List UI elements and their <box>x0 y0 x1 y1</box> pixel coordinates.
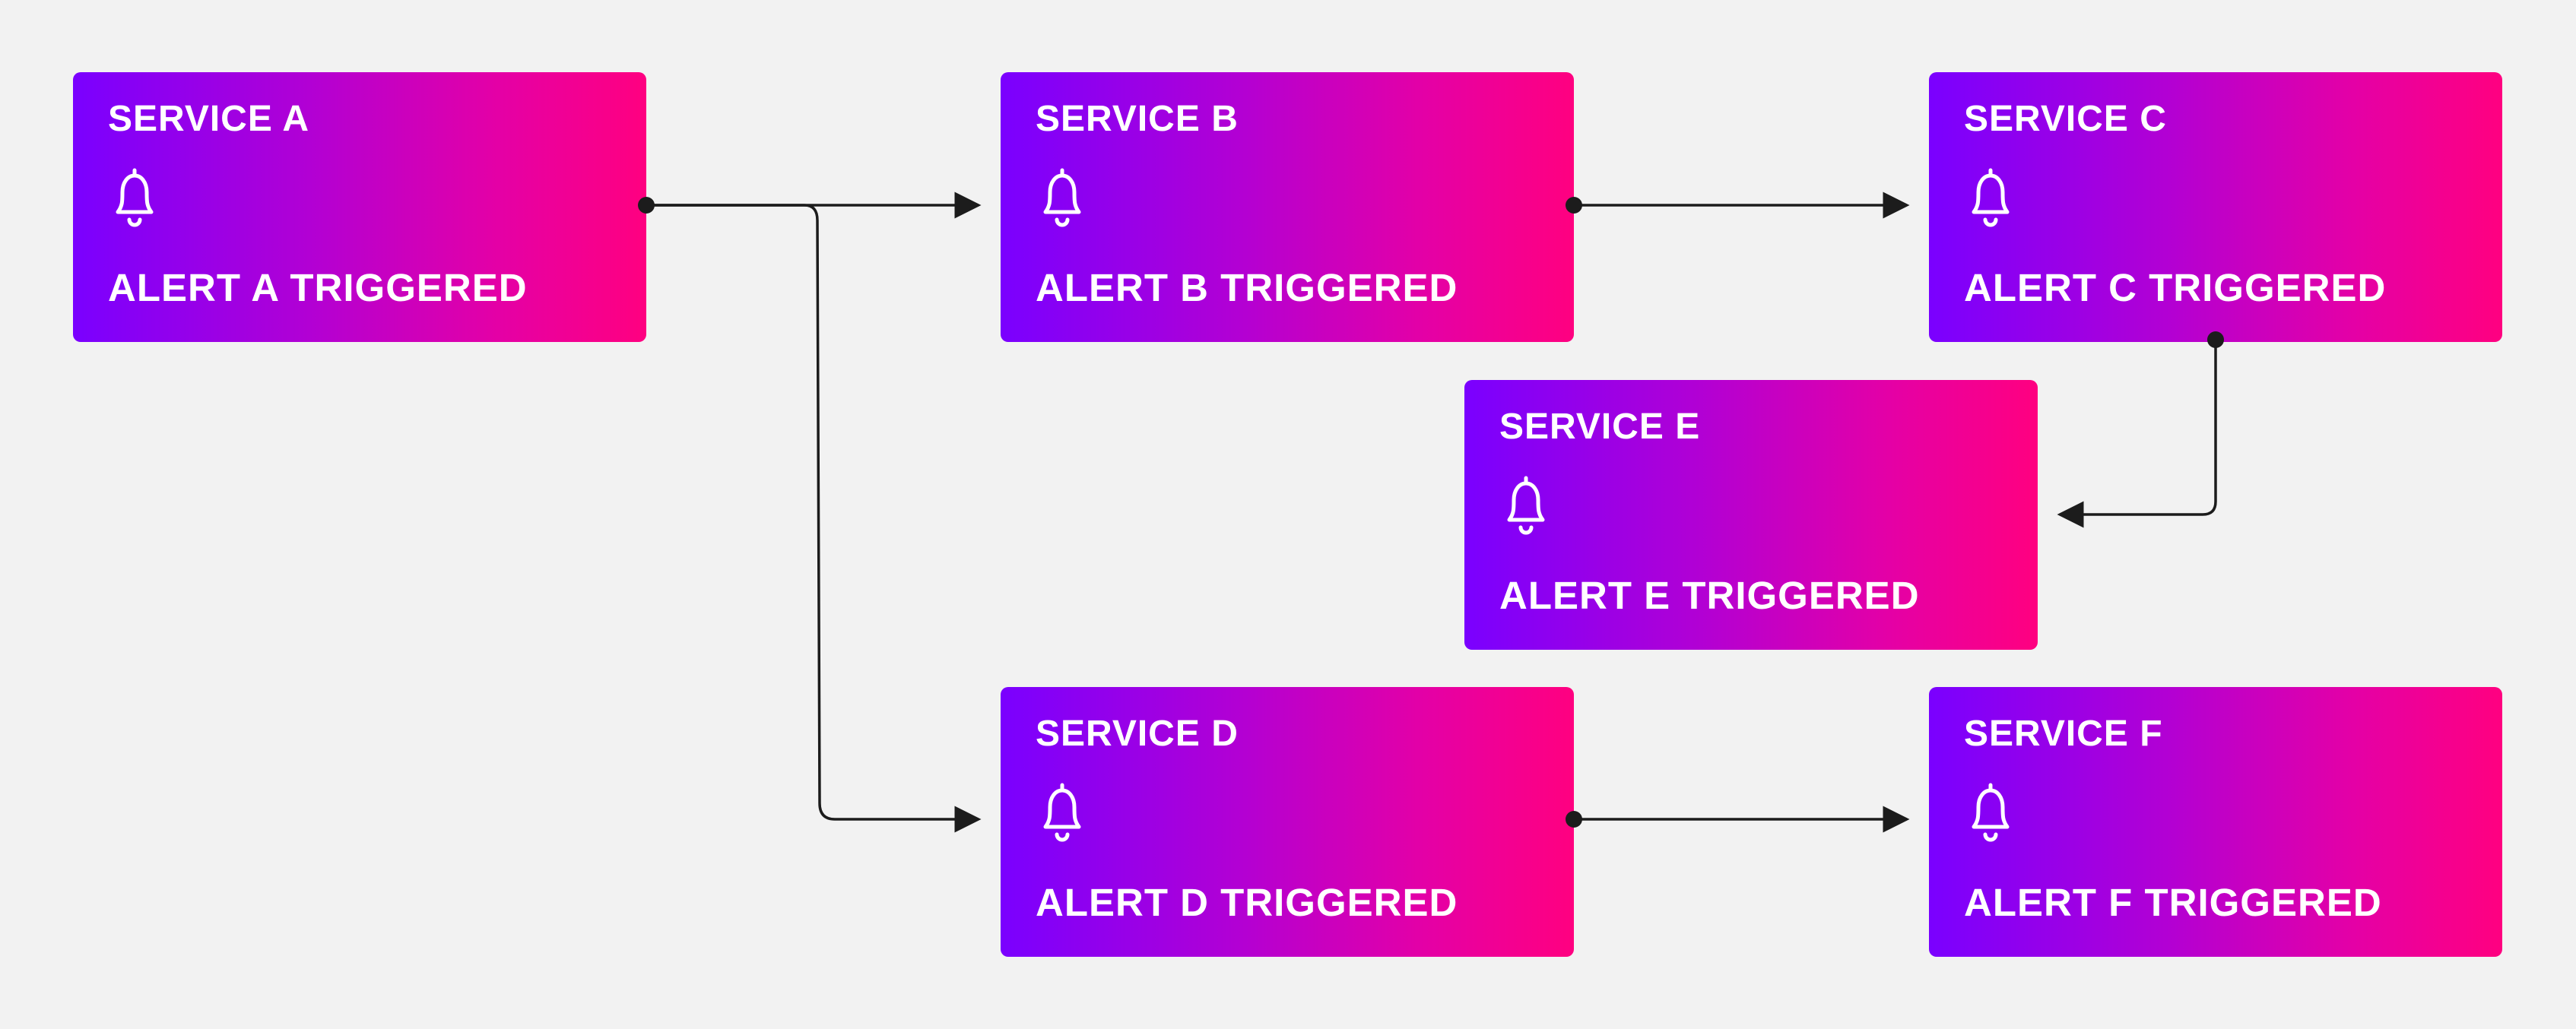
edge-c-to-e <box>2057 340 2217 528</box>
service-e-card[interactable]: SERVICE E ALERT E TRIGGERED <box>1464 380 2038 650</box>
bell-icon <box>1043 168 1081 227</box>
service-title: SERVICE F <box>1964 714 2163 754</box>
service-b-card[interactable]: SERVICE B ALERT B TRIGGERED <box>1001 72 1574 342</box>
service-title: SERVICE B <box>1036 99 1239 139</box>
service-a-card[interactable]: SERVICE A ALERT A TRIGGERED <box>73 72 646 342</box>
edge-a-to-d <box>646 204 982 833</box>
service-title: SERVICE A <box>108 99 310 139</box>
service-title: SERVICE E <box>1499 407 1701 447</box>
alert-status: ALERT E TRIGGERED <box>1499 574 1920 617</box>
alert-status: ALERT D TRIGGERED <box>1036 881 1458 924</box>
service-title: SERVICE D <box>1036 714 1239 754</box>
bell-icon <box>1043 783 1081 842</box>
alert-status: ALERT F TRIGGERED <box>1964 881 2382 924</box>
service-d-card[interactable]: SERVICE D ALERT D TRIGGERED <box>1001 687 1574 957</box>
service-f-card[interactable]: SERVICE F ALERT F TRIGGERED <box>1929 687 2502 957</box>
bell-icon <box>1507 476 1545 535</box>
service-title: SERVICE C <box>1964 99 2167 139</box>
alert-status: ALERT B TRIGGERED <box>1036 266 1458 309</box>
alert-status: ALERT C TRIGGERED <box>1964 266 2387 309</box>
service-c-card[interactable]: SERVICE C ALERT C TRIGGERED <box>1929 72 2502 342</box>
bell-icon <box>116 168 154 227</box>
bell-icon <box>1972 168 2010 227</box>
alert-status: ALERT A TRIGGERED <box>108 266 528 309</box>
bell-icon <box>1972 783 2010 842</box>
